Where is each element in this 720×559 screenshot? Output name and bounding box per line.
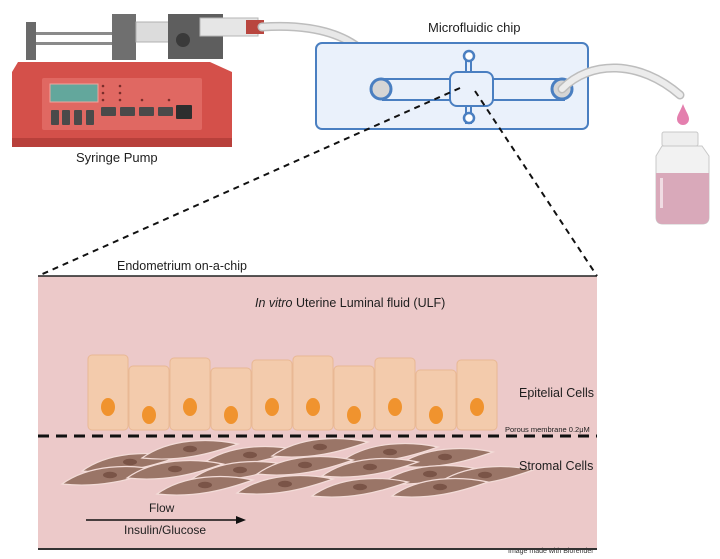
chip-culture-chamber [449, 71, 494, 107]
stromal-nucleus [353, 483, 367, 491]
stromal-nucleus [298, 461, 312, 469]
stromal-nucleus [123, 458, 137, 466]
epithelial-nucleus [183, 398, 197, 416]
collection-bottle [655, 131, 710, 225]
pump-rod [36, 42, 126, 45]
endometrium-label: Endometrium on-a-chip [117, 259, 247, 273]
pump-pusher-block [112, 14, 136, 60]
pump-buttons [51, 105, 192, 125]
epithelial-nucleus [101, 398, 115, 416]
epithelial-cell [415, 369, 457, 431]
stromal-cell [125, 459, 226, 480]
ulf-label: In vitro Uterine Luminal fluid (ULF) [255, 296, 445, 310]
epithelial-cell [210, 367, 252, 431]
epithelial-cell [374, 357, 416, 431]
chip-inlet [369, 77, 393, 101]
biorender-credit: Image made with Biorender [508, 548, 594, 555]
stromal-nucleus [103, 471, 117, 479]
epithelial-cell [251, 359, 293, 431]
stromal-nucleus [278, 480, 292, 488]
porous-membrane-label: Porous membrane 0.2μM [505, 425, 590, 434]
stromal-cell [390, 477, 491, 498]
stromal-cell [140, 439, 241, 460]
syringe-pump-label: Syringe Pump [76, 150, 158, 165]
holder-knob [176, 33, 190, 47]
pump-rail-end [26, 22, 36, 60]
epithelial-cell [292, 355, 334, 431]
chip-port-bottom [462, 111, 476, 125]
epithelial-cell-layer [87, 354, 498, 431]
ulf-label-rest: Uterine Luminal fluid (ULF) [292, 296, 446, 310]
epithelial-nucleus [265, 398, 279, 416]
insulin-glucose-label: Insulin/Glucose [124, 523, 207, 537]
drop-icon [677, 104, 689, 125]
stromal-cell [155, 475, 256, 496]
stromal-nucleus [243, 451, 257, 459]
epithelial-nucleus [388, 398, 402, 416]
epithelial-cells-label: Epitelial Cells [519, 386, 595, 400]
epithelial-cell [333, 365, 375, 431]
stromal-nucleus [423, 470, 437, 478]
stromal-nucleus [438, 453, 452, 461]
microfluidic-chip [315, 42, 589, 130]
pump-base [12, 138, 232, 147]
flow-label: Flow [149, 501, 175, 515]
arrow-head-icon [236, 516, 246, 524]
epithelial-nucleus [470, 398, 484, 416]
stromal-cell [255, 455, 356, 476]
stromal-cells-label: Stromal Cells [519, 459, 594, 473]
stromal-cell [310, 477, 411, 498]
stromal-cell [320, 457, 421, 478]
flow-arrow [86, 516, 246, 524]
stromal-nucleus [363, 463, 377, 471]
epithelial-nucleus [429, 406, 443, 424]
stromal-nucleus [313, 443, 327, 451]
epithelial-nucleus [347, 406, 361, 424]
epithelial-cell [87, 354, 129, 431]
epithelial-nucleus [224, 406, 238, 424]
stromal-cell-layer [60, 437, 536, 498]
stromal-nucleus [168, 465, 182, 473]
stromal-nucleus [478, 471, 492, 479]
stromal-cell [270, 437, 371, 458]
stromal-cell [235, 474, 336, 495]
stromal-nucleus [233, 466, 247, 474]
epithelial-nucleus [306, 398, 320, 416]
stromal-nucleus [183, 445, 197, 453]
epithelial-cell [169, 357, 211, 431]
zoom-line-right [474, 90, 598, 277]
pump-indicator-leds [101, 84, 171, 102]
syringe-pump [12, 14, 264, 147]
chip-port-top [462, 49, 476, 63]
bottle-liquid [656, 173, 709, 224]
stromal-nucleus [433, 483, 447, 491]
microfluidic-chip-label: Microfluidic chip [428, 20, 521, 35]
pump-display-screen [49, 83, 99, 103]
stromal-nucleus [198, 481, 212, 489]
syringe-plunger [135, 21, 171, 43]
epithelial-cell [456, 359, 498, 431]
stromal-nucleus [383, 448, 397, 456]
epithelial-nucleus [142, 406, 156, 424]
pump-rod [36, 32, 126, 35]
ulf-label-italic: In vitro [255, 296, 293, 310]
epithelial-cell [128, 365, 170, 431]
